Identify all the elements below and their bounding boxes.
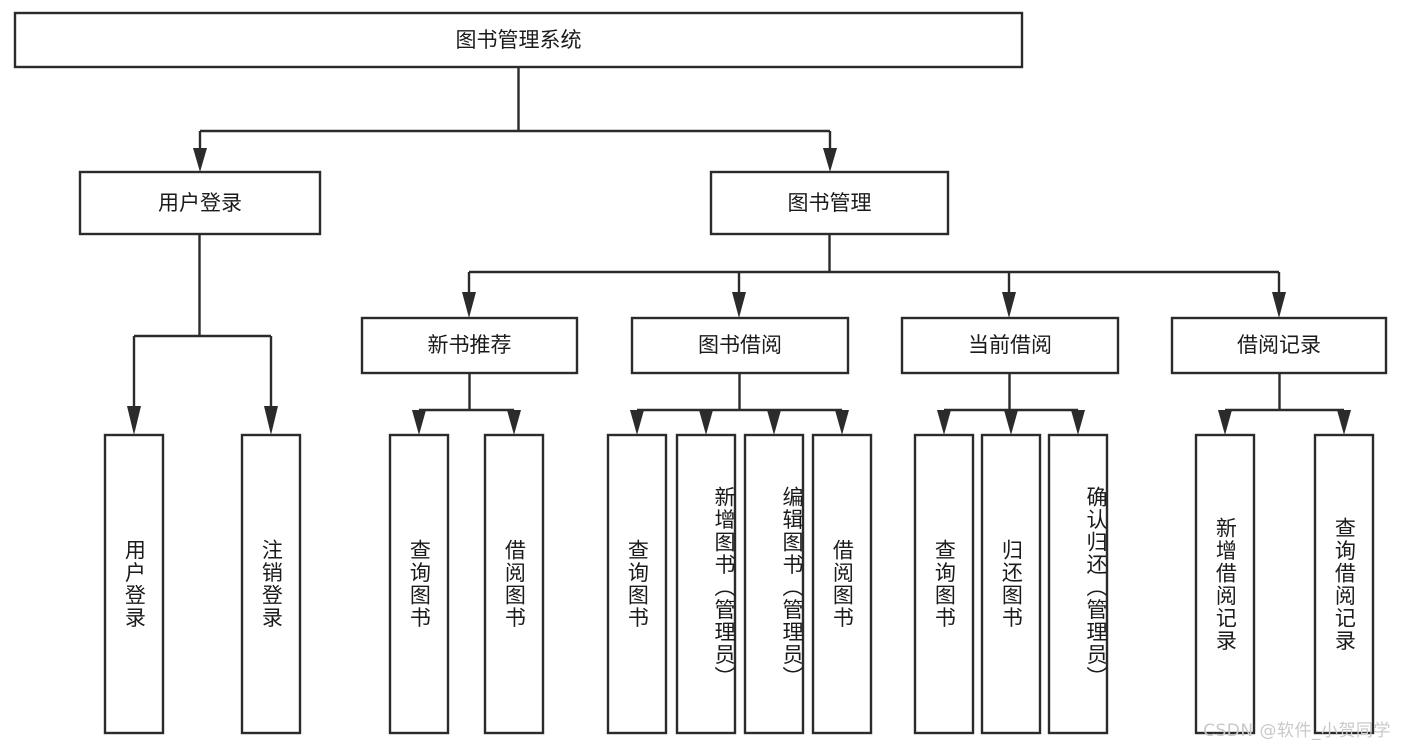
connector-group-root: [193, 67, 837, 172]
arrow-head-icon: [767, 410, 781, 435]
node-borrow-record[interactable]: 借阅记录: [1170, 316, 1388, 375]
arrow-head-icon: [732, 292, 746, 318]
node-book-borrow-box[interactable]: [630, 316, 850, 375]
node-user-login-box[interactable]: [78, 170, 322, 236]
node-book-borrow[interactable]: 图书借阅: [630, 316, 850, 375]
node-user-login[interactable]: 用户登录: [78, 170, 322, 236]
node-leaf-borrow-book-2-box[interactable]: [811, 433, 873, 735]
arrow-head-icon: [699, 410, 713, 435]
node-book-borrow-label: 图书借阅: [698, 333, 782, 357]
node-root-label: 图书管理系统: [456, 28, 582, 52]
arrow-head-icon: [127, 406, 141, 435]
arrow-head-icon: [1337, 410, 1351, 435]
arrow-head-icon: [823, 148, 837, 172]
node-leaf-query-record-box[interactable]: [1313, 433, 1375, 735]
arrow-head-icon: [1071, 410, 1085, 435]
node-leaf-edit-book-box[interactable]: [743, 433, 805, 735]
arrow-head-icon: [193, 148, 207, 172]
arrow-head-icon: [264, 406, 278, 435]
arrow-head-icon: [1272, 292, 1286, 318]
node-current-borrow-box[interactable]: [900, 316, 1120, 375]
node-new-book-recommend[interactable]: 新书推荐: [360, 316, 579, 375]
node-leaf-user-login-box[interactable]: [103, 433, 165, 735]
node-borrow-record-box[interactable]: [1170, 316, 1388, 375]
node-leaf-query-book-2-box[interactable]: [606, 433, 668, 735]
node-leaf-confirm-return-box[interactable]: [1047, 433, 1109, 735]
arrow-head-icon: [507, 410, 521, 435]
node-new-book-recommend-box[interactable]: [360, 316, 579, 375]
arrow-head-icon: [462, 292, 476, 318]
node-leaf-add-record-box[interactable]: [1194, 433, 1256, 735]
watermark-text: CSDN @软件_小贺同学: [1203, 721, 1391, 741]
arrow-head-icon: [1218, 410, 1232, 435]
arrow-head-icon: [835, 410, 849, 435]
connector-group-book-borrow: [630, 373, 849, 435]
node-leaf-query-book-3-box[interactable]: [913, 433, 975, 735]
node-leaf-add-book-box[interactable]: [675, 433, 737, 735]
arrow-head-icon: [412, 410, 426, 435]
connector-group-new-book-recommend: [412, 373, 521, 435]
node-book-manage-box[interactable]: [709, 170, 950, 236]
arrow-head-icon: [1002, 292, 1016, 318]
connector-group-borrow-record: [1218, 373, 1351, 435]
node-new-book-recommend-label: 新书推荐: [428, 333, 512, 357]
arrow-head-icon: [937, 410, 951, 435]
node-borrow-record-label: 借阅记录: [1237, 333, 1321, 357]
connector-group-book-manage: [462, 234, 1286, 318]
node-user-login-label: 用户登录: [158, 191, 242, 215]
arrow-head-icon: [630, 410, 644, 435]
connector-group-current-borrow: [937, 373, 1085, 435]
node-root[interactable]: 图书管理系统: [13, 11, 1024, 69]
arrow-head-icon: [1004, 410, 1018, 435]
node-book-manage-label: 图书管理: [788, 191, 872, 215]
node-leaf-logout-box[interactable]: [240, 433, 302, 735]
connector-group-user-login: [127, 234, 278, 435]
node-leaf-query-book-1-box[interactable]: [388, 433, 450, 735]
node-current-borrow[interactable]: 当前借阅: [900, 316, 1120, 375]
node-current-borrow-label: 当前借阅: [968, 333, 1052, 357]
node-leaf-borrow-book-1-box[interactable]: [483, 433, 545, 735]
node-book-manage[interactable]: 图书管理: [709, 170, 950, 236]
node-leaf-return-book-box[interactable]: [980, 433, 1042, 735]
node-root-box[interactable]: [13, 11, 1024, 69]
